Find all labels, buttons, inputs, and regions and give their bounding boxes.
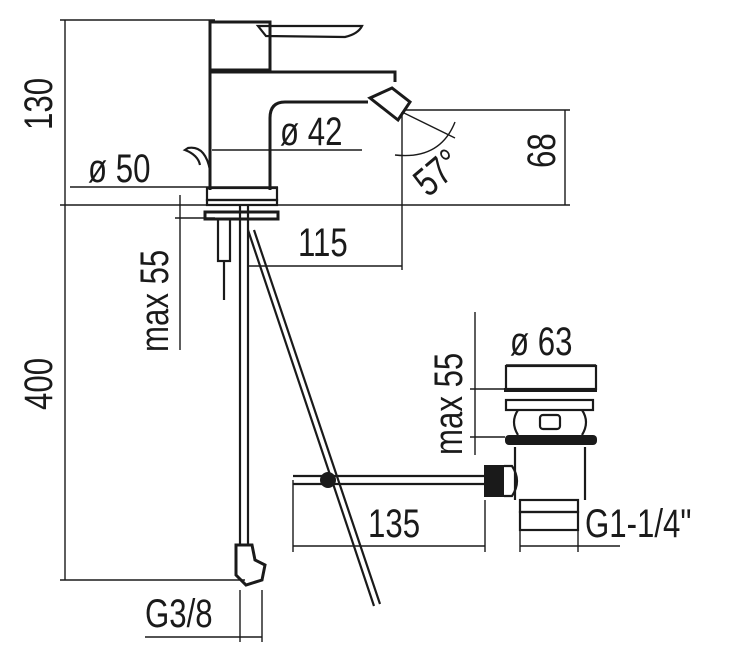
hose-fitting	[234, 543, 267, 587]
label-68: 68	[519, 133, 564, 168]
label-diam63: ø 63	[510, 319, 572, 364]
nozzle	[367, 86, 413, 123]
label-diam42: ø 42	[280, 109, 342, 154]
label-115: 115	[298, 220, 348, 265]
label-g3-8: G3/8	[145, 591, 213, 636]
dimension-lines	[60, 19, 620, 642]
waste-nut	[484, 465, 504, 497]
pop-up-waste	[293, 364, 598, 532]
dimension-labels: 130 400 max 55 ø 42 ø 50 115 68 57° max …	[16, 78, 691, 636]
label-diam50: ø 50	[88, 146, 150, 191]
rod-joint	[320, 472, 336, 488]
label-max55-waste: max 55	[426, 353, 471, 455]
label-135: 135	[368, 501, 420, 546]
label-max55-tap: max 55	[132, 250, 177, 352]
mixer-body	[182, 20, 413, 607]
label-57deg: 57°	[405, 140, 470, 204]
label-400: 400	[16, 358, 61, 410]
label-g1-1-4: G1-1/4"	[585, 501, 691, 546]
label-130: 130	[16, 78, 61, 130]
